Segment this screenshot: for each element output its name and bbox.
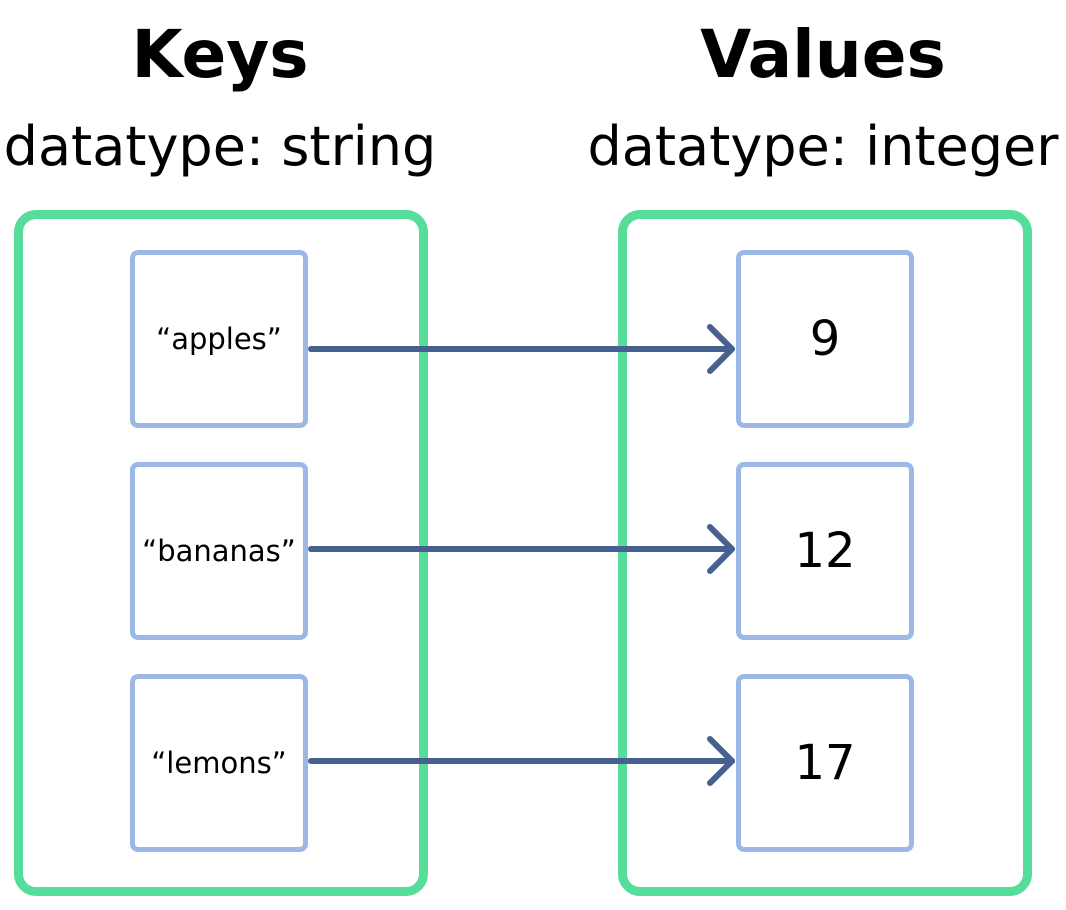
key-cell-lemons: “lemons” (130, 674, 308, 852)
values-datatype-label: datatype: integer (587, 115, 1059, 178)
value-cell-lemons: 17 (736, 674, 914, 852)
value-cell-bananas: 12 (736, 462, 914, 640)
key-cell-apples: “apples” (130, 250, 308, 428)
key-cell-bananas: “bananas” (130, 462, 308, 640)
values-heading: Values (700, 16, 946, 93)
keys-heading: Keys (131, 16, 309, 93)
value-cell-apples: 9 (736, 250, 914, 428)
values-container (618, 210, 1032, 896)
keys-container (14, 210, 428, 896)
keys-datatype-label: datatype: string (3, 115, 437, 178)
